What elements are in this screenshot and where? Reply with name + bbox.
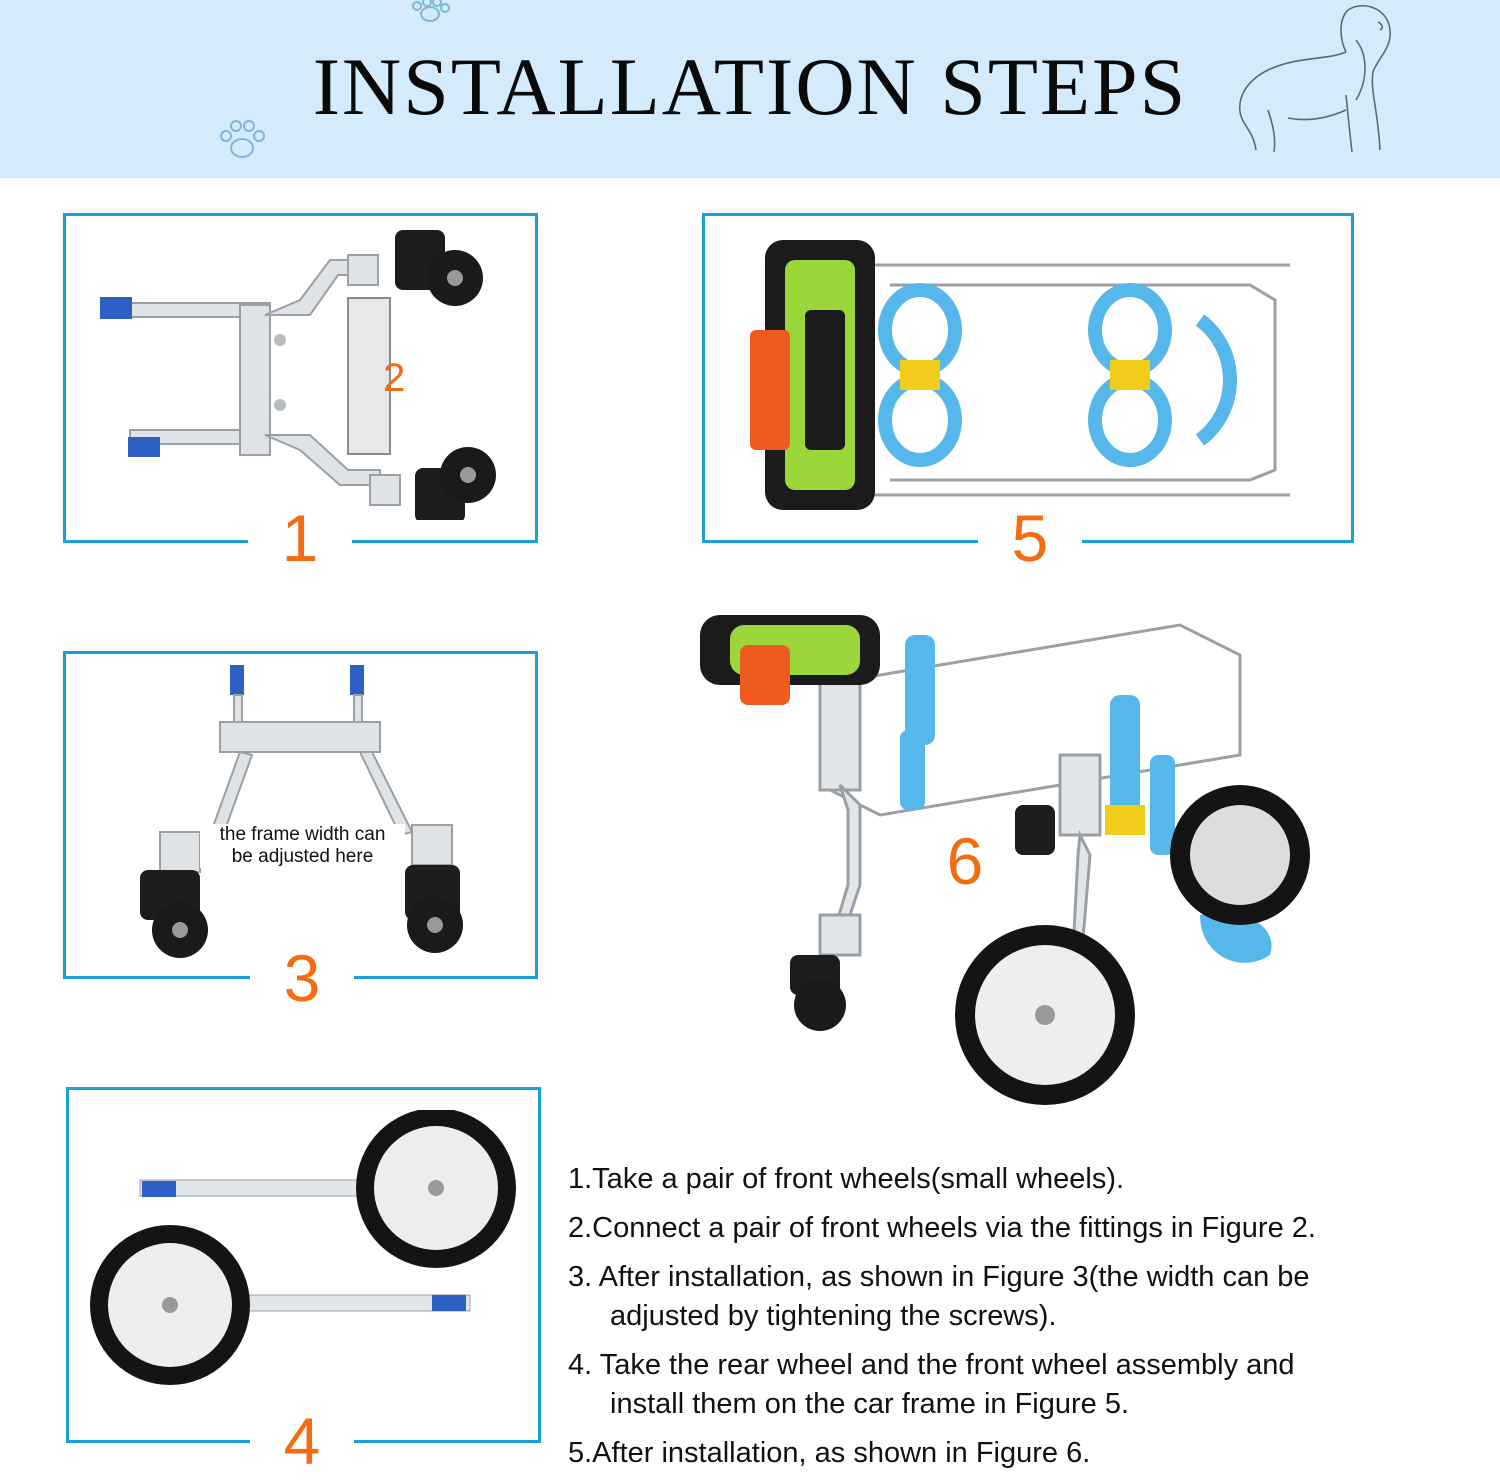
figure-5-number: 5 — [978, 505, 1082, 571]
page-title: INSTALLATION STEPS — [312, 41, 1188, 132]
figure-6-number: 6 — [946, 824, 984, 898]
rear-wheels-image — [90, 1110, 516, 1385]
cart-frame-top-view-image — [750, 240, 1290, 510]
figure-3-number: 3 — [250, 945, 354, 1011]
adjusted-frame-image — [140, 665, 463, 958]
front-wheel-pair-image — [100, 230, 496, 520]
figure-1-number: 1 — [248, 505, 352, 571]
step-3: 3. After installation, as shown in Figur… — [568, 1258, 1488, 1336]
dog-outline-icon — [1239, 5, 1391, 153]
step-3-text: 3. After installation, as shown in Figur… — [568, 1261, 1310, 1293]
step-3-continuation: adjusted by tightening the screws). — [610, 1300, 1057, 1332]
step-4: 4. Take the rear wheel and the front whe… — [568, 1346, 1488, 1424]
step-4-continuation: install them on the car frame in Figure … — [610, 1388, 1130, 1420]
step-5: 5.After installation, as shown in Figure… — [568, 1434, 1488, 1473]
assembled-wheelchair-image — [700, 615, 1310, 1105]
header-banner — [0, 0, 1500, 178]
figure-4-number: 4 — [250, 1408, 354, 1474]
frame-width-note: the frame width can be adjusted here — [200, 824, 405, 868]
step-5-text: 5.After installation, as shown in Figure… — [568, 1437, 1091, 1469]
figure-2-label: 2 — [383, 356, 406, 400]
step-2-text: 2.Connect a pair of front wheels via the… — [568, 1212, 1316, 1244]
installation-steps-list: 1.Take a pair of front wheels(small whee… — [568, 1160, 1488, 1483]
step-4-text: 4. Take the rear wheel and the front whe… — [568, 1349, 1295, 1381]
frame-width-note-line2: be adjusted here — [231, 846, 374, 867]
step-1-text: 1.Take a pair of front wheels(small whee… — [568, 1163, 1125, 1195]
frame-width-note-line1: the frame width can — [219, 824, 386, 845]
paw-print-icon — [412, 0, 450, 22]
step-1: 1.Take a pair of front wheels(small whee… — [568, 1160, 1488, 1199]
step-2: 2.Connect a pair of front wheels via the… — [568, 1209, 1488, 1248]
paw-print-icon — [220, 120, 265, 158]
